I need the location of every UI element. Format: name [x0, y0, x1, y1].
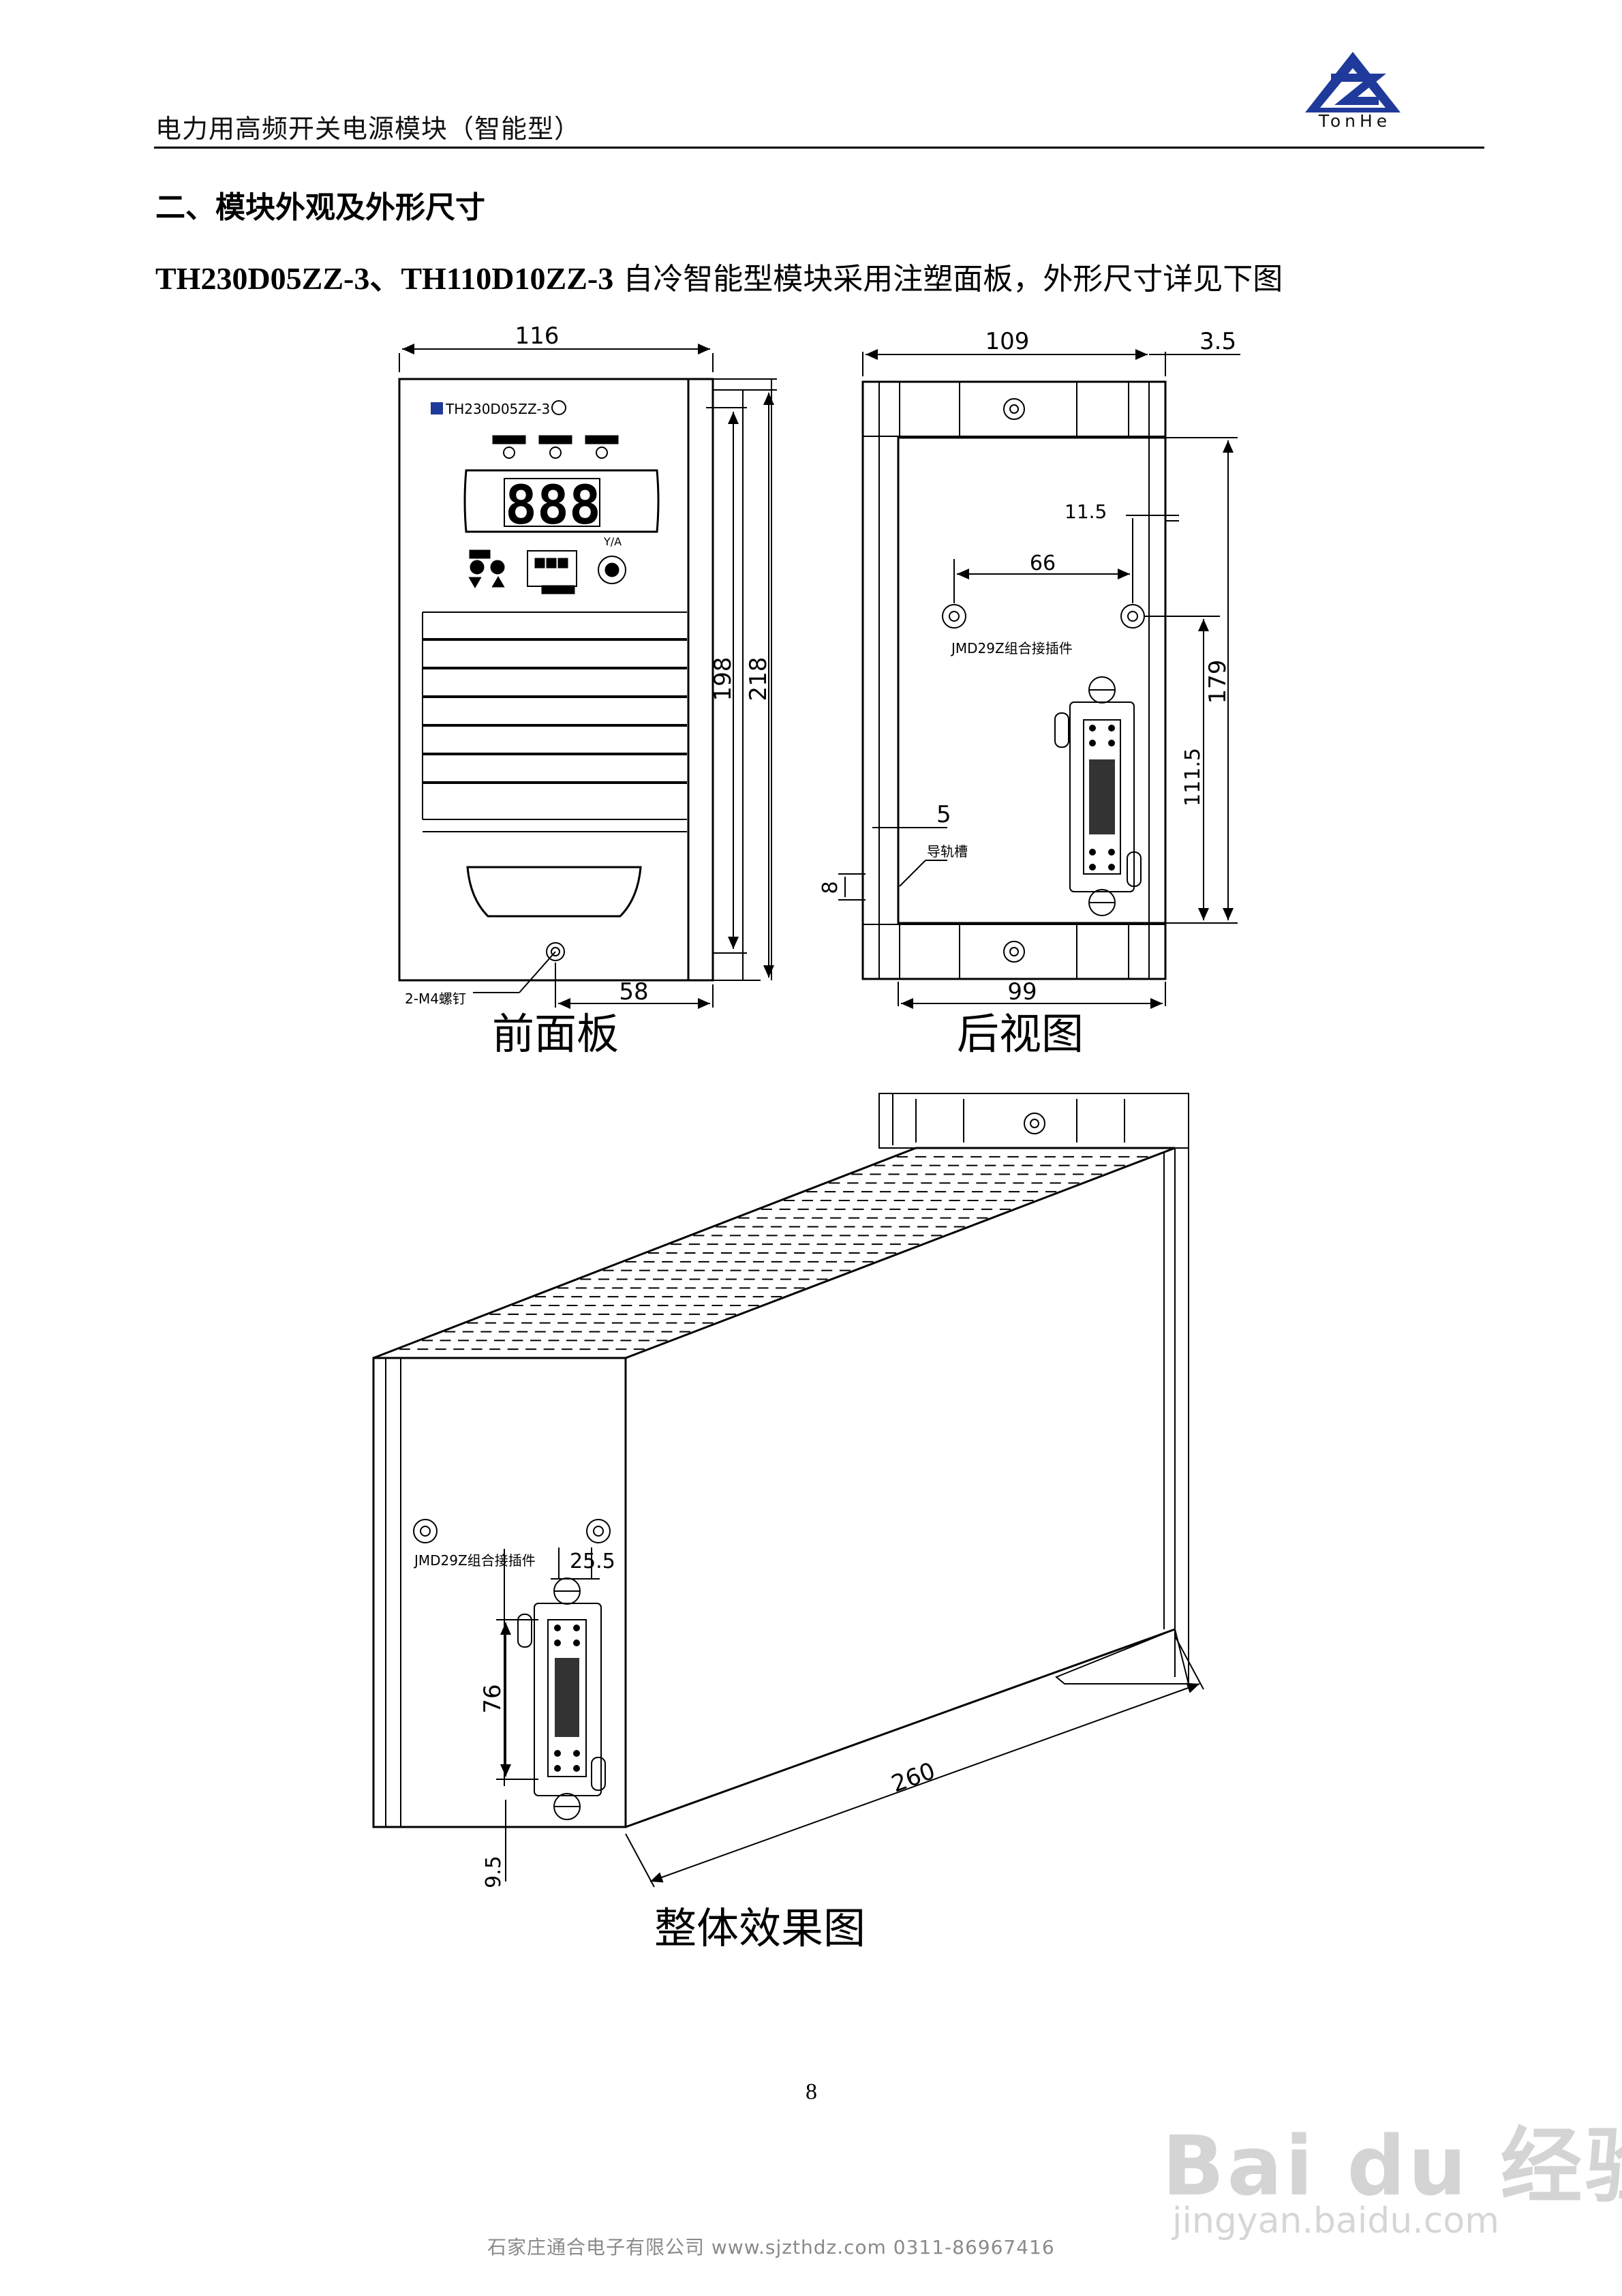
- front-panel-model-label: TH230D05ZZ-3: [445, 401, 550, 417]
- dim-front-width: 116: [515, 322, 560, 350]
- rear-view-caption: 后视图: [957, 1009, 1084, 1059]
- intro-paragraph: TH230D05ZZ-3、TH110D10ZZ-3 自冷智能型模块采用注塑面板，…: [155, 254, 1283, 299]
- intro-text: 自冷智能型模块采用注塑面板，外形尺寸详见下图: [613, 262, 1283, 297]
- dim-rear-h-inner: 111.5: [1181, 748, 1205, 806]
- iso-connector-label: JMD29Z组合接插件: [413, 1552, 536, 1569]
- front-panel-caption: 前面板: [492, 1009, 619, 1059]
- tonhe-logo: [1305, 52, 1401, 112]
- iso-view-drawing: [372, 1093, 1204, 1888]
- front-panel-screw-note: 2-M4螺钉: [405, 991, 466, 1007]
- baidu-watermark: Bai du 经验: [1162, 2119, 1622, 2214]
- dim-front-bottom: 58: [619, 978, 648, 1006]
- front-panel-button-label: Y/A: [603, 535, 622, 548]
- iso-view-caption: 整体效果图: [654, 1903, 866, 1953]
- dim-iso-height: 76: [479, 1684, 506, 1713]
- dim-rear-offset: 11.5: [1065, 500, 1107, 523]
- front-panel-display: 888: [505, 475, 601, 537]
- dim-rear-h-outer: 179: [1204, 660, 1231, 704]
- dim-rear-small: 5: [936, 801, 951, 828]
- iso-top-vents: [399, 1155, 1148, 1350]
- rear-view-connector-pins: [1089, 725, 1115, 871]
- baidu-watermark-url: jingyan.baidu.com: [1172, 2201, 1499, 2241]
- footer-company-info: 石家庄通合电子有限公司 www.sjzthdz.com 0311-8696741…: [487, 2236, 1055, 2259]
- dim-rear-top: 109: [985, 328, 1030, 355]
- intro-models: TH230D05ZZ-3、TH110D10ZZ-3: [155, 261, 614, 296]
- dim-iso-gap: 25.5: [570, 1550, 615, 1573]
- dim-rear-bottom: 99: [1007, 978, 1037, 1006]
- header-title: 电力用高频开关电源模块（智能型）: [155, 114, 581, 144]
- dim-front-height-inner: 198: [709, 657, 737, 701]
- logo-text: TonHe: [1318, 111, 1392, 131]
- rear-connector-label: JMD29Z组合接插件: [950, 640, 1073, 656]
- dim-rear-holes: 66: [1030, 552, 1056, 575]
- front-panel-drawing: [398, 344, 777, 1009]
- iso-view-labels: JMD29Z组合接插件 25.5 76 9.5 260 整体效果图: [413, 1550, 939, 1953]
- dim-front-height-outer: 218: [745, 657, 772, 701]
- rear-guide-label: 导轨槽: [927, 843, 968, 860]
- front-panel-labels: TH230D05ZZ-3 888 Y/A 116 198 218 58 2-M4…: [405, 322, 772, 1059]
- dim-rear-rail: 8: [818, 881, 842, 894]
- section-heading: 二、模块外观及外形尺寸: [155, 190, 485, 225]
- header-rule: [154, 147, 1484, 149]
- dim-iso-length: 260: [888, 1757, 939, 1798]
- rear-view-drawing: [838, 349, 1240, 1009]
- dim-iso-bottom: 9.5: [482, 1856, 506, 1888]
- iso-connector-pins: [554, 1625, 580, 1772]
- rear-view-labels: 109 3.5 11.5 66 JMD29Z组合接插件 179 111.5 5 …: [818, 328, 1236, 1059]
- page-number: 8: [806, 2079, 817, 2104]
- dim-rear-edge: 3.5: [1199, 328, 1236, 355]
